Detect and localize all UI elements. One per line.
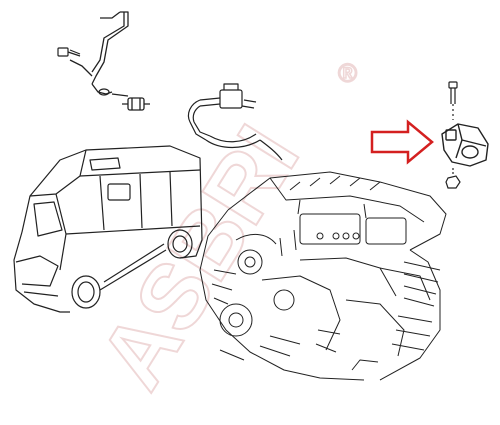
nut-icon xyxy=(445,168,461,189)
hose-connector-icon xyxy=(187,83,283,161)
cable-bracket-icon xyxy=(69,11,129,97)
watermark-text: ASBRI xyxy=(80,109,318,406)
clip-icon xyxy=(122,97,150,111)
van-icon xyxy=(13,145,203,313)
engine-mount-icon xyxy=(441,123,489,167)
engine-icon xyxy=(199,171,447,381)
bolt-icon xyxy=(57,47,81,57)
red-arrow-icon xyxy=(370,119,434,165)
watermark-mark: ® xyxy=(338,58,357,88)
watermark: ASBRI ® xyxy=(79,57,357,406)
mount-bolt-icon xyxy=(448,81,458,120)
